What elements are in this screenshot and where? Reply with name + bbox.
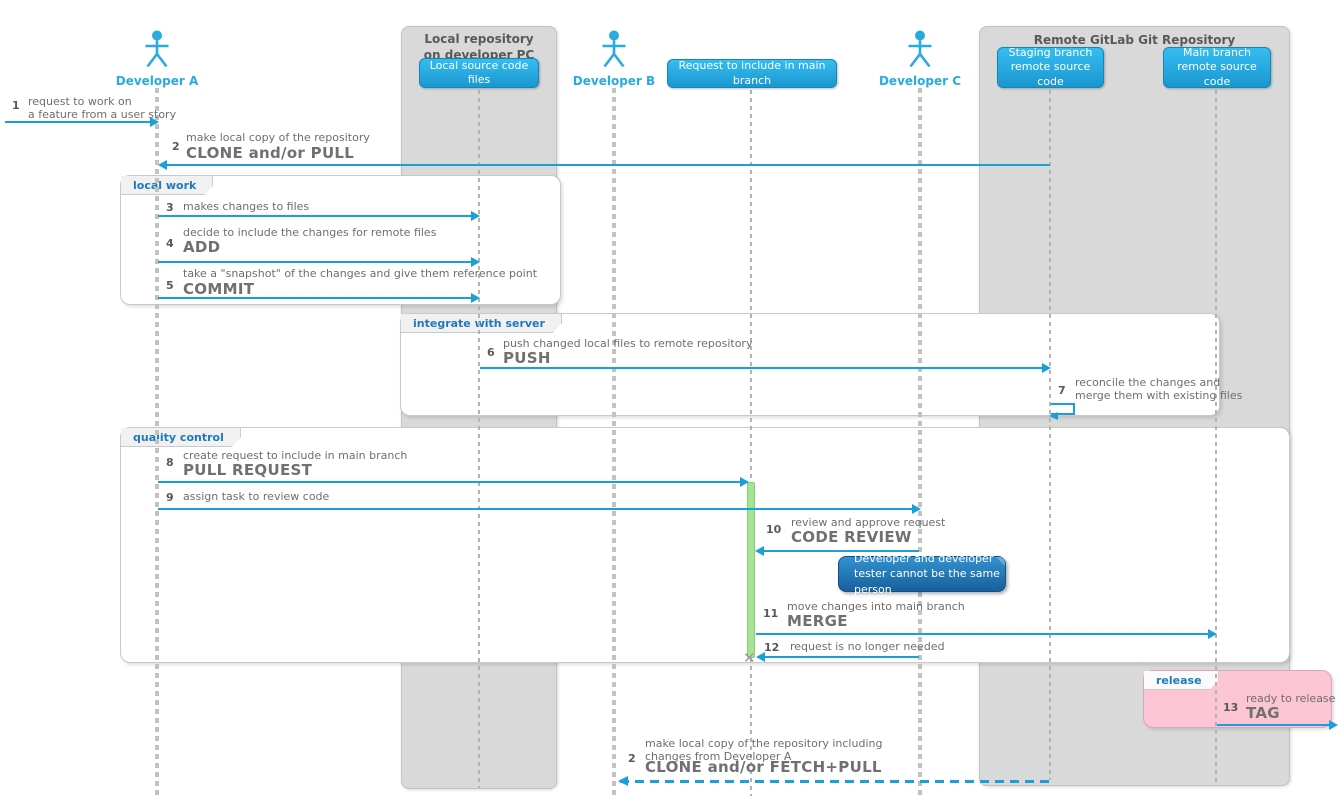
actor-developer-b-label: Developer B [572, 74, 656, 88]
frame-integrate-with-server-label: integrate with server [401, 314, 562, 333]
message-arrow [756, 652, 919, 662]
message-number: 11 [763, 607, 779, 620]
actor-developer-a: Developer A [115, 29, 199, 88]
message-text: review and approve request [791, 516, 946, 529]
activation-bar-request [747, 482, 755, 658]
message-arrow [756, 629, 1217, 639]
message-arrow [158, 211, 480, 221]
message-arrow [158, 504, 921, 514]
actor-developer-b: Developer B [572, 29, 656, 88]
message-command: COMMIT [183, 280, 255, 298]
message-text: ready to release [1246, 692, 1336, 705]
lifeline-request-main-branch [750, 90, 752, 796]
note-developer-tester: Developer and developer tester cannot be… [838, 552, 1006, 596]
message-text: move changes into main branch [787, 600, 965, 613]
message-command: PULL REQUEST [183, 461, 313, 479]
message-command: CODE REVIEW [791, 528, 912, 546]
message-number: 13 [1223, 701, 1239, 714]
frame-local-work: local work [120, 175, 561, 305]
message-number: 6 [487, 346, 495, 359]
message-arrow [158, 160, 1050, 170]
lifeline-developer-c [918, 88, 922, 798]
message-arrow [5, 117, 159, 127]
message-arrow [1217, 720, 1338, 730]
frame-local-work-label: local work [121, 176, 213, 195]
message-text: push changed local files to remote repos… [503, 337, 753, 350]
group-remote-repository-title: Remote GitLab Git Repository [1033, 33, 1236, 47]
message-number: 9 [166, 491, 174, 504]
lifeline-developer-a [155, 88, 159, 798]
message-text: make local copy of the repository includ… [645, 737, 883, 763]
participant-main-branch: Main branch remote source code [1163, 46, 1271, 88]
person-icon [908, 30, 932, 68]
message-command: PUSH [503, 349, 551, 367]
message-arrow [158, 293, 480, 303]
lifeline-local-source-code-files [478, 90, 480, 788]
lifeline-staging-branch [1049, 90, 1051, 780]
lifeline-main-branch [1215, 90, 1217, 784]
message-command: MERGE [787, 612, 848, 630]
message-arrow-dashed [618, 776, 1050, 786]
message-text: assign task to review code [183, 490, 330, 503]
person-icon [145, 30, 169, 68]
frame-quality-control-label: quality control [121, 428, 241, 447]
frame-release-label: release [1144, 671, 1219, 690]
message-text: create request to include in main branch [183, 449, 408, 462]
actor-developer-a-label: Developer A [115, 74, 199, 88]
message-arrow [480, 363, 1051, 373]
person-icon [602, 30, 626, 68]
participant-local-source-code-files: Local source code files [419, 58, 539, 88]
message-text: decide to include the changes for remote… [183, 226, 437, 239]
message-number: 1 [12, 99, 20, 112]
message-number: 2 [172, 140, 180, 153]
message-number: 8 [166, 456, 174, 469]
destroy-x-mark: ✕ [743, 649, 756, 667]
message-text: makes changes to files [183, 200, 310, 213]
message-arrow [755, 546, 919, 556]
message-number: 12 [764, 641, 780, 654]
message-number: 3 [166, 201, 174, 214]
participant-request-main-branch: Request to include in main branch [667, 59, 837, 88]
actor-developer-c-label: Developer C [878, 74, 962, 88]
participant-staging-branch: Staging branch remote source code [997, 46, 1104, 88]
message-arrow [158, 257, 480, 267]
frame-release: release [1143, 670, 1332, 728]
message-number: 4 [166, 237, 174, 250]
message-text: reconcile the changes and merge them wit… [1075, 376, 1243, 402]
message-command: CLONE and/or PULL [186, 144, 355, 162]
message-command: CLONE and/or FETCH+PULL [645, 758, 882, 776]
message-text: take a "snapshot" of the changes and giv… [183, 267, 538, 280]
message-command: ADD [183, 238, 221, 256]
message-command: TAG [1246, 704, 1280, 722]
actor-developer-c: Developer C [878, 29, 962, 88]
frame-quality-control: quality control [120, 427, 1290, 663]
message-text: request is no longer needed [790, 640, 945, 653]
message-number: 5 [166, 279, 174, 292]
message-number: 2 [628, 752, 636, 765]
message-number: 7 [1058, 384, 1066, 397]
message-number: 10 [766, 523, 782, 536]
self-message-arrow [1049, 403, 1075, 420]
message-text: make local copy of the repository [186, 131, 370, 144]
lifeline-developer-b [612, 88, 616, 798]
message-arrow [158, 477, 749, 487]
